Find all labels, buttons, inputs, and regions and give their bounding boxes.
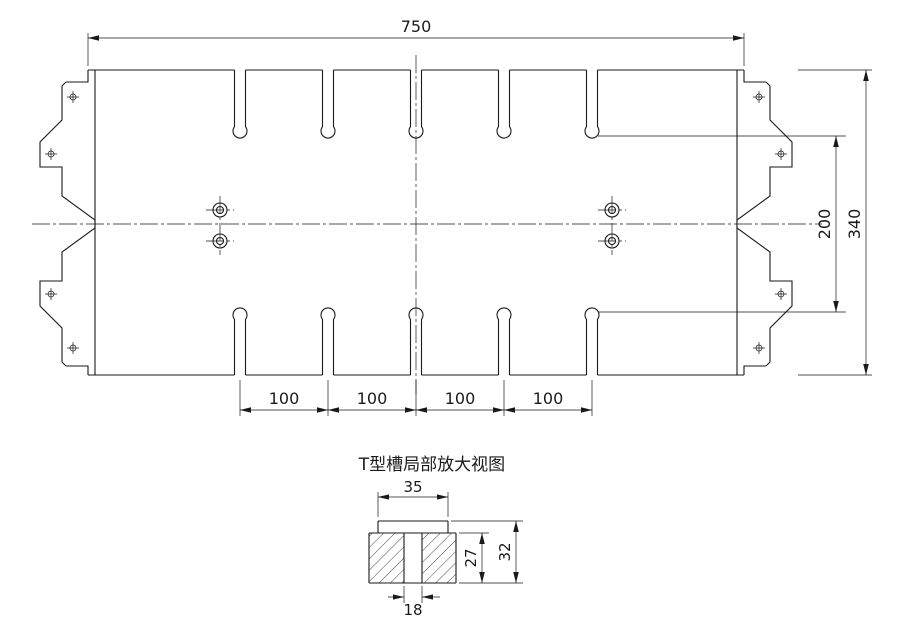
- dim-label-27: 27: [462, 548, 480, 567]
- dim-depth-27: 27: [459, 532, 489, 583]
- hatch-region-right: [422, 533, 456, 583]
- arrowhead: [863, 70, 869, 81]
- dim-height-340: 340: [798, 69, 872, 376]
- arrowhead: [513, 572, 519, 583]
- arrowhead: [88, 35, 99, 41]
- dim-label-750: 750: [401, 17, 432, 36]
- detail-view: T型槽局部放大视图 35 27: [358, 455, 523, 619]
- dim-label-100-4: 100: [533, 389, 564, 408]
- arrowhead: [317, 407, 328, 413]
- dim-top-width-35: 35: [377, 478, 449, 517]
- flange-hole: [45, 148, 57, 160]
- detail-section: [368, 520, 457, 584]
- flange-hole: [775, 148, 787, 160]
- flange-hole: [753, 342, 765, 354]
- arrowhead: [581, 407, 592, 413]
- bolt-hole: [212, 202, 228, 218]
- t-slot: [584, 70, 600, 139]
- arrowhead: [422, 594, 433, 600]
- extension-line: [798, 69, 872, 376]
- arrowhead: [863, 364, 869, 375]
- dim-label-18: 18: [403, 601, 422, 619]
- arrowhead: [833, 301, 839, 312]
- arrowhead: [479, 572, 485, 583]
- extension-line: [87, 33, 745, 66]
- dim-label-32: 32: [496, 542, 514, 561]
- t-slot: [408, 307, 424, 375]
- main-view: 750 340 200: [32, 17, 872, 416]
- arrowhead: [240, 407, 251, 413]
- flange-hole: [67, 342, 79, 354]
- t-slot: [320, 70, 336, 139]
- section-block-outline: [368, 532, 457, 584]
- arrowhead: [833, 136, 839, 147]
- dim-label-100-3: 100: [445, 389, 476, 408]
- hole-centerline: [206, 209, 626, 242]
- bolt-hole: [604, 202, 620, 218]
- arrowhead: [416, 407, 427, 413]
- flange-holes: [45, 91, 787, 354]
- dim-slot-pitch-chain: 100 100 100 100: [239, 380, 593, 416]
- hatch-region-left: [369, 533, 404, 583]
- flange-hole: [67, 91, 79, 103]
- t-slot: [496, 70, 512, 139]
- dim-label-100-1: 100: [269, 389, 300, 408]
- t-slot-lip: [377, 520, 449, 533]
- plate-right-profile: [736, 70, 793, 375]
- t-slots-bottom: [232, 307, 600, 375]
- t-slot: [496, 307, 512, 375]
- extension-line: [598, 135, 846, 313]
- bolt-hole: [212, 233, 228, 249]
- dim-label-200: 200: [815, 209, 834, 240]
- arrowhead: [479, 533, 485, 544]
- dim-label-340: 340: [845, 209, 864, 240]
- dim-label-100-2: 100: [357, 389, 388, 408]
- plate-left-profile: [39, 70, 96, 375]
- t-slot: [320, 307, 336, 375]
- arrowhead: [504, 407, 515, 413]
- flange-hole: [45, 288, 57, 300]
- dim-slot-spacing-200: 200: [598, 135, 846, 313]
- bolt-hole: [604, 233, 620, 249]
- arrowhead: [378, 494, 389, 500]
- t-slot: [408, 70, 424, 139]
- dim-label-35: 35: [403, 478, 422, 496]
- arrowhead: [733, 35, 744, 41]
- arrowhead: [437, 494, 448, 500]
- extension-line: [239, 380, 593, 416]
- dim-depth-32: 32: [451, 520, 523, 584]
- arrowhead: [393, 594, 404, 600]
- detail-title: T型槽局部放大视图: [358, 455, 505, 475]
- flange-hole: [753, 91, 765, 103]
- bolt-holes: [212, 202, 620, 249]
- arrowhead: [513, 521, 519, 532]
- t-slot-groove: [403, 533, 423, 583]
- extension-line: [377, 492, 449, 517]
- centerlines: [32, 55, 822, 395]
- t-slots-top: [232, 70, 600, 139]
- t-slot: [584, 307, 600, 375]
- extension-line: [403, 586, 423, 603]
- arrowhead: [405, 407, 416, 413]
- t-slot: [232, 70, 248, 139]
- arrowhead: [328, 407, 339, 413]
- arrowhead: [493, 407, 504, 413]
- flange-hole: [775, 288, 787, 300]
- dim-width-750: 750: [87, 17, 745, 66]
- t-slot: [232, 307, 248, 375]
- extension-line: [451, 520, 523, 584]
- dim-slot-width-18: 18: [388, 586, 440, 619]
